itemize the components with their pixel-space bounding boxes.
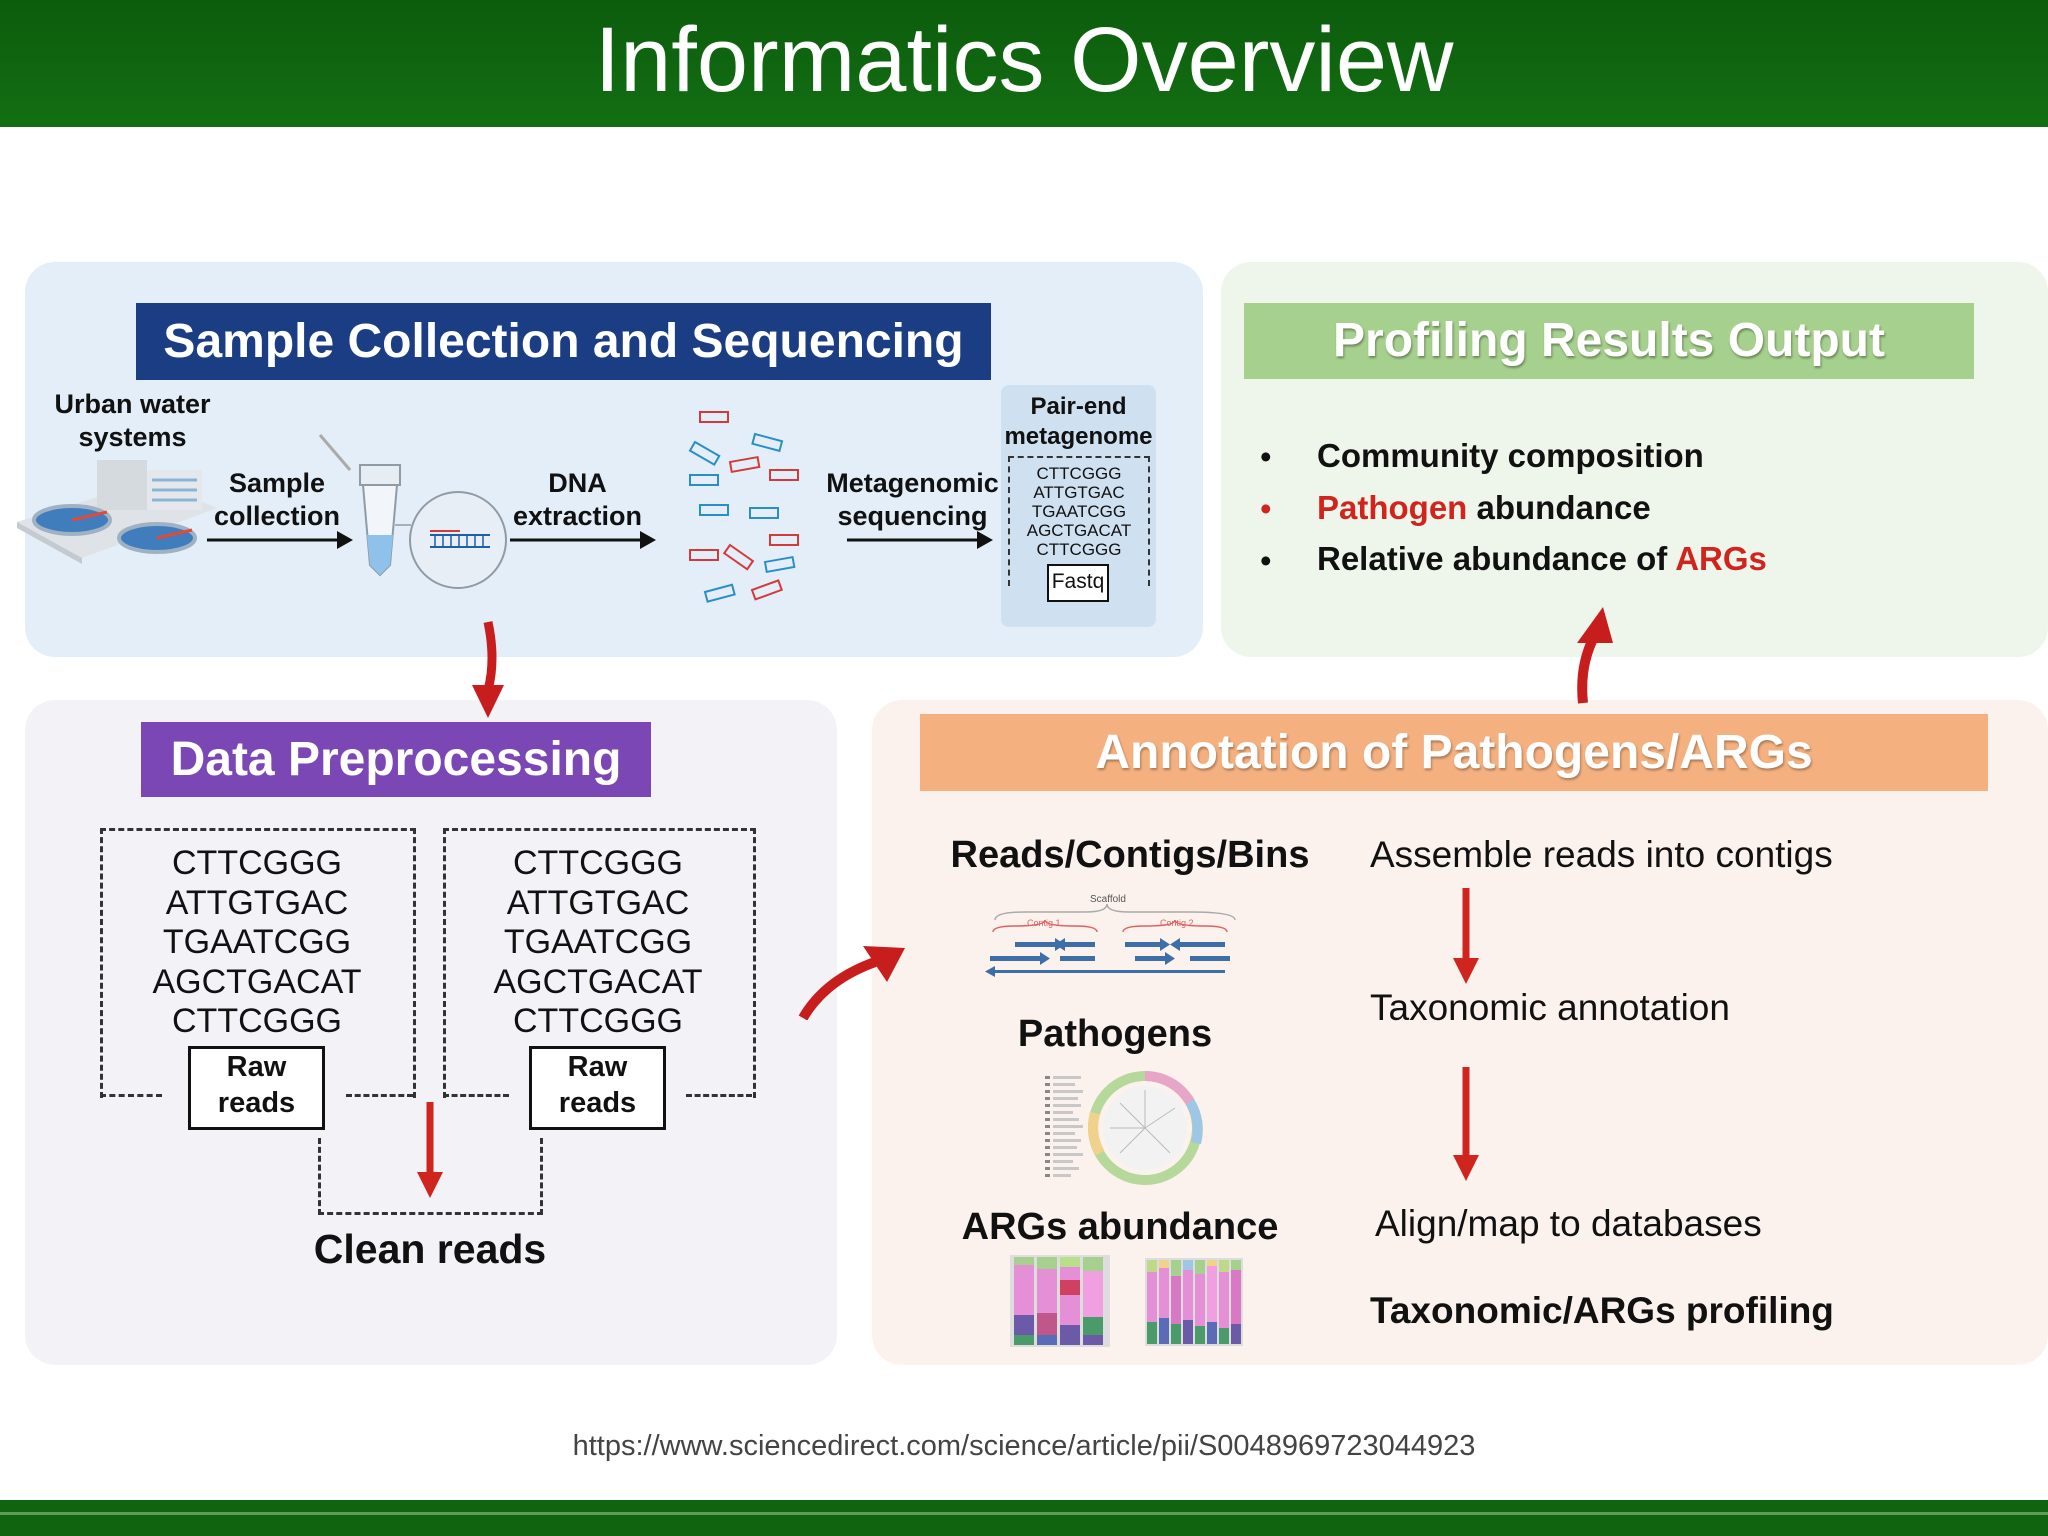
sample-collection-header: Sample Collection and Sequencing [136, 303, 991, 380]
arrow-metagenomic-sequencing [847, 531, 993, 549]
left-sequences: CTTCGGG ATTGTGAC TGAATCGG AGCTGACAT CTTC… [152, 844, 362, 1040]
step-taxonomic-annotation: Taxonomic annotation [1370, 987, 1730, 1028]
args-abundance-label: ARGs abundance [961, 1206, 1279, 1248]
bullet-dot-3: • [1260, 542, 1272, 579]
right-sequences: CTTCGGG ATTGTGAC TGAATCGG AGCTGACAT CTTC… [493, 844, 703, 1040]
arrow-dna-extraction [510, 531, 656, 549]
data-preprocessing-header: Data Preprocessing [141, 722, 651, 797]
profiling-output-header: Profiling Results Output [1244, 303, 1974, 379]
raw-reads-box-right [443, 828, 756, 1098]
arrow-to-clean-reads [417, 1102, 443, 1198]
fastq-label: Fastq [1047, 564, 1109, 602]
fastq-dashed-box [1008, 456, 1150, 586]
scaffold-text: Scaffold [1090, 894, 1126, 905]
source-url[interactable]: https://www.sciencedirect.com/science/ar… [572, 1430, 1476, 1462]
annotation-header: Annotation of Pathogens/ARGs [920, 714, 1988, 791]
pathogen-phylogeny-icon [1045, 1071, 1203, 1185]
water-treatment-plant-icon [17, 460, 217, 564]
arrow-to-annotation [798, 946, 905, 1020]
raw-reads-box-left [100, 828, 416, 1098]
dash-left-b [346, 1094, 413, 1097]
step-align-map: Align/map to databases [1375, 1203, 1762, 1244]
footer-bar [0, 1500, 2048, 1536]
contig1-text: Contig 1 [1027, 918, 1061, 928]
bullet-dot-2: • [1260, 490, 1272, 527]
step-assemble: Assemble reads into contigs [1370, 834, 1833, 875]
args-bar-chart-right-icon [1145, 1258, 1243, 1346]
pathogens-label: Pathogens [1017, 1013, 1213, 1055]
panel-data-preprocessing [25, 700, 837, 1365]
profiling-item-args: Relative abundance of ARGs [1317, 540, 1767, 577]
footer-line [0, 1512, 2048, 1515]
dash-left-a [100, 1094, 162, 1097]
arrow-to-preprocessing [472, 621, 504, 718]
title-bar [0, 0, 2048, 127]
slide-title: Informatics Overview [594, 9, 1454, 111]
clean-reads-label: Clean reads [313, 1226, 547, 1272]
fastq-sequences: CTTCGGG ATTGTGAC TGAATCGG AGCTGACAT CTTC… [1026, 464, 1132, 559]
arrow-step-1 [1453, 888, 1479, 984]
arrow-to-profiling [1577, 607, 1613, 704]
bullet-dot-1: • [1260, 438, 1272, 475]
step-profiling: Taxonomic/ARGs profiling [1370, 1290, 1834, 1331]
arrow-step-2 [1453, 1067, 1479, 1181]
panel-annotation [872, 700, 2048, 1365]
sample-tube-icon [318, 434, 507, 589]
arrow-sample-collection [207, 531, 353, 549]
merge-dashed-box [318, 1138, 543, 1215]
args-bar-chart-left-icon [1010, 1255, 1110, 1347]
dash-right-b [686, 1094, 752, 1097]
profiling-item-pathogen: Pathogen abundance [1317, 489, 1651, 526]
profiling-item-community: Community composition [1317, 437, 1704, 474]
dna-fragments-icon [688, 411, 799, 603]
dash-right-a [443, 1094, 509, 1097]
contig-assembly-icon: Scaffold Contig 1 Contig 2 [985, 894, 1236, 977]
reads-contigs-bins-label: Reads/Contigs/Bins [950, 834, 1310, 876]
